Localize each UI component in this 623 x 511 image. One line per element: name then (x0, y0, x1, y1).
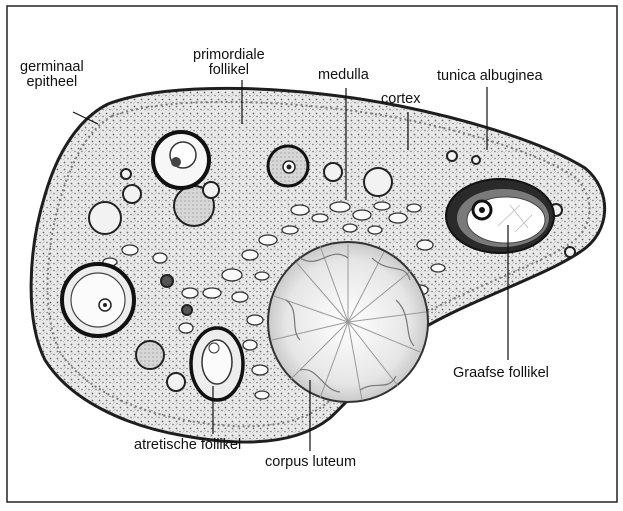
label-graafse-follikel: Graafse follikel (453, 366, 549, 381)
primordial-follicle-2 (268, 146, 308, 186)
label-medulla: medulla (318, 68, 369, 83)
label-primordiale-line1: primordiale (193, 48, 265, 63)
secondary-follicle (62, 264, 134, 336)
graafian-follicle (446, 179, 554, 253)
label-follikel-line2: follikel (193, 63, 265, 78)
label-germinaal-epitheel: germinaal epitheel (20, 60, 84, 90)
atretic-follicle (191, 328, 243, 400)
label-tunica-albuginea: tunica albuginea (437, 69, 543, 84)
label-atretische-follikel: atretische follikel (134, 438, 241, 453)
label-cortex: cortex (381, 92, 421, 107)
label-germinaal-line1: germinaal (20, 60, 84, 75)
primordial-follicle-1 (153, 132, 209, 188)
label-primordiale-follikel: primordiale follikel (193, 48, 265, 78)
label-epitheel-line2: epitheel (20, 75, 84, 90)
label-corpus-luteum: corpus luteum (265, 455, 356, 470)
corpus-luteum (268, 242, 428, 402)
